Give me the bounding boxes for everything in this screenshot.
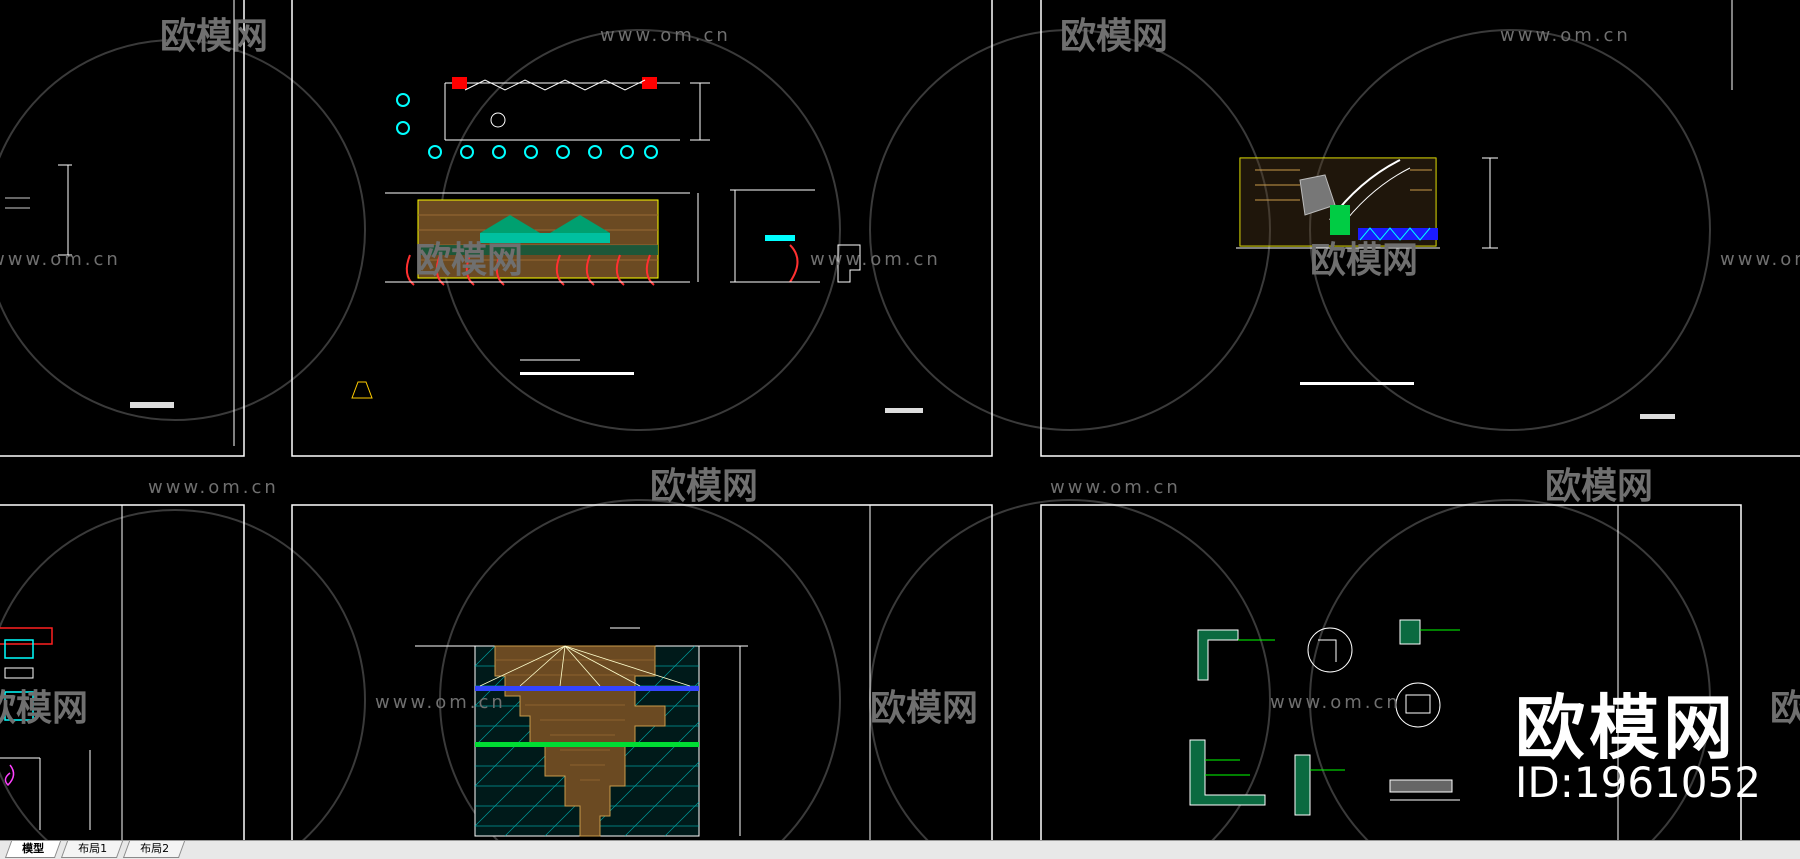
watermark-url: www.om.cn <box>1270 692 1401 713</box>
watermark-url: www.om.cn <box>600 25 731 46</box>
watermark-url: www.om.cn <box>1050 477 1181 498</box>
sheet-wall-elevation[interactable] <box>415 627 748 837</box>
watermark-logo: 欧模网 <box>1770 688 1800 729</box>
watermark-texts: www.om.cn www.om.cn www.om.cn www.om.cn … <box>0 16 1800 729</box>
sheet-stair-elevation[interactable] <box>1236 157 1675 419</box>
sheet-frames <box>0 0 1800 840</box>
watermark-logo: 欧模网 <box>1060 16 1168 57</box>
watermark-logo: 欧模网 <box>870 688 978 729</box>
layout-tab-bar: 模型 布局1 布局2 <box>0 840 1800 859</box>
watermark-url: www.om.cn <box>148 477 279 498</box>
brand-id-label: ID:1961052 <box>1515 758 1761 807</box>
sheet-details[interactable] <box>1189 619 1460 816</box>
sheet-left-bottom[interactable] <box>0 627 91 830</box>
cad-model-space[interactable]: www.om.cn www.om.cn www.om.cn www.om.cn … <box>0 0 1800 840</box>
tab-layout-2[interactable]: 布局2 <box>122 841 186 858</box>
sheet-bar-elevation[interactable] <box>351 77 923 413</box>
tab-model[interactable]: 模型 <box>4 841 62 858</box>
watermark-logo: 欧模网 <box>1310 240 1418 281</box>
watermark-logo: 欧模网 <box>160 16 268 57</box>
watermark-url: www.om.cn <box>0 249 121 270</box>
sheet-left-top[interactable] <box>5 164 174 408</box>
watermark-url: www.om.cn <box>1720 249 1800 270</box>
watermark-url: www.om.cn <box>375 692 506 713</box>
watermark-url: www.om.cn <box>810 249 941 270</box>
ceiling-lamps <box>428 145 658 159</box>
brand-name: 欧模网 <box>1515 687 1737 769</box>
watermark-arcs <box>0 29 1711 840</box>
tab-layout-1[interactable]: 布局1 <box>60 841 124 858</box>
watermark-logo: 欧模网 <box>0 688 88 729</box>
watermark-url: www.om.cn <box>1500 25 1631 46</box>
watermark-logo: 欧模网 <box>1545 466 1653 507</box>
watermark-logo: 欧模网 <box>650 466 758 507</box>
watermark-logo: 欧模网 <box>415 240 523 281</box>
